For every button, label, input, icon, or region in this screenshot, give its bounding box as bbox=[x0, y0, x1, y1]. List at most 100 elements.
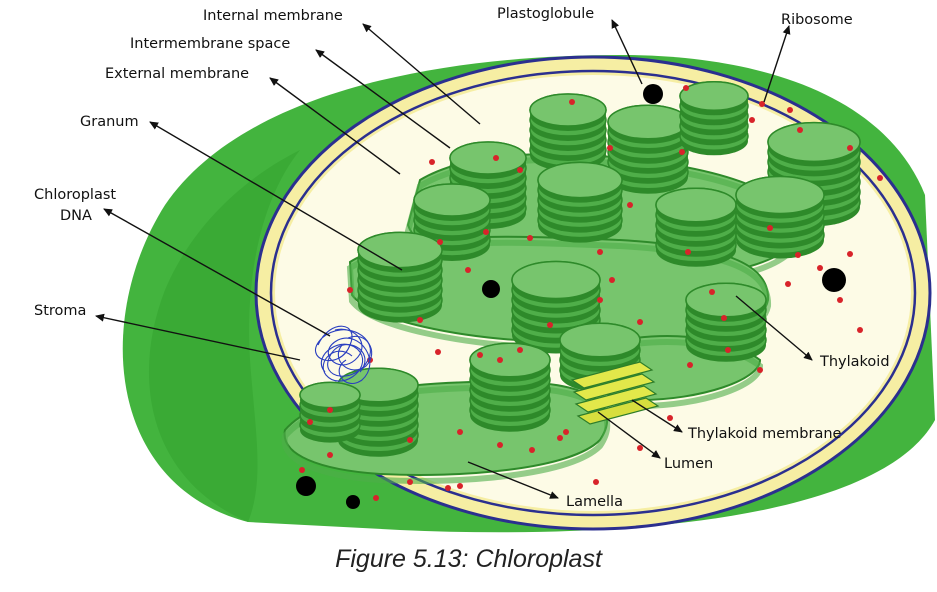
ribosome-dot bbox=[407, 479, 413, 485]
label-external-membrane: External membrane bbox=[105, 66, 249, 82]
ribosome-dot bbox=[847, 145, 853, 151]
ribosome-dot bbox=[557, 435, 563, 441]
ribosome-dot bbox=[607, 145, 613, 151]
lamella-edge bbox=[346, 239, 772, 353]
ribosome-dot bbox=[609, 277, 615, 283]
plastoglobules bbox=[296, 84, 846, 509]
thylakoid-disc-top bbox=[607, 104, 689, 140]
thylakoid-disc-top bbox=[299, 381, 361, 409]
ribosome-dot bbox=[627, 202, 633, 208]
ribosome-dot bbox=[327, 407, 333, 413]
label-lamella: Lamella bbox=[566, 494, 623, 510]
ribosome-dot bbox=[797, 127, 803, 133]
ribosome-dot bbox=[457, 429, 463, 435]
thylakoid-disc-top bbox=[655, 187, 737, 223]
ribosome-dot bbox=[327, 452, 333, 458]
ribosome-dot bbox=[493, 155, 499, 161]
granum-stack bbox=[511, 260, 601, 354]
ribosome-dot bbox=[637, 445, 643, 451]
ribosome-dot bbox=[683, 85, 689, 91]
ribosome-dot bbox=[497, 357, 503, 363]
label-ribosome: Ribosome bbox=[781, 12, 853, 28]
thylakoid-disc-top bbox=[679, 80, 749, 112]
ribosome-dot bbox=[457, 483, 463, 489]
ribosome-dot bbox=[687, 362, 693, 368]
ribosome-dot bbox=[477, 352, 483, 358]
granum-stack bbox=[357, 231, 443, 323]
ribosome-dot bbox=[497, 442, 503, 448]
ribosome-dot bbox=[721, 315, 727, 321]
ribosome-dot bbox=[407, 437, 413, 443]
label-thylakoid-membrane: Thylakoid membrane bbox=[687, 426, 842, 442]
ribosomes bbox=[299, 85, 883, 501]
ribosome-dot bbox=[749, 117, 755, 123]
ribosome-dot bbox=[483, 229, 489, 235]
ribosome-dot bbox=[787, 107, 793, 113]
ribosome-dot bbox=[429, 159, 435, 165]
ribosome-dot bbox=[597, 297, 603, 303]
thylakoid-disc-top bbox=[449, 141, 527, 175]
ribosome-dot bbox=[759, 101, 765, 107]
ribosome-dot bbox=[435, 349, 441, 355]
ribosome-dot bbox=[517, 167, 523, 173]
ribosome-dot bbox=[517, 347, 523, 353]
thylakoid-disc-top bbox=[529, 93, 607, 127]
ribosome-dot bbox=[437, 239, 443, 245]
granum-stack bbox=[529, 93, 607, 171]
ribosome-dot bbox=[527, 235, 533, 241]
chloroplast-dna bbox=[315, 325, 373, 385]
label-granum: Granum bbox=[80, 114, 139, 130]
ribosome-dot bbox=[547, 322, 553, 328]
ribosome-dot bbox=[757, 367, 763, 373]
ribosome-dot bbox=[817, 265, 823, 271]
label-internal-membrane: Internal membrane bbox=[203, 8, 343, 24]
ribosome-dot bbox=[767, 225, 773, 231]
ribosome-dot bbox=[847, 251, 853, 257]
ribosome-dot bbox=[877, 175, 883, 181]
thylakoid-disc-top bbox=[357, 231, 443, 269]
ribosome-dot bbox=[795, 252, 801, 258]
ribosome-dot bbox=[667, 415, 673, 421]
ribosome-dot bbox=[563, 429, 569, 435]
ribosome-dot bbox=[445, 485, 451, 491]
label-lumen: Lumen bbox=[664, 456, 713, 472]
ribosome-dot bbox=[593, 479, 599, 485]
ribosome-dot bbox=[725, 347, 731, 353]
figure-caption: Figure 5.13: Chloroplast bbox=[335, 545, 602, 573]
thylakoid-disc-top bbox=[735, 175, 825, 215]
granum-stack bbox=[469, 342, 551, 432]
thylakoid-disc-top bbox=[559, 322, 641, 358]
thylakoid-disc-top bbox=[511, 260, 601, 300]
label-stroma: Stroma bbox=[34, 303, 86, 319]
ribosome-dot bbox=[569, 99, 575, 105]
thylakoid-disc-top bbox=[413, 183, 491, 217]
ribosome-dot bbox=[597, 249, 603, 255]
ribosome-dot bbox=[679, 149, 685, 155]
granum-stack bbox=[655, 187, 737, 267]
ribosome-dot bbox=[347, 287, 353, 293]
ribosome-dot bbox=[465, 267, 471, 273]
internal-membrane bbox=[269, 69, 917, 517]
granum-stack bbox=[735, 175, 825, 259]
label-thylakoid: Thylakoid bbox=[819, 354, 890, 370]
granum-stack bbox=[679, 80, 749, 156]
outer-envelope-shade bbox=[148, 150, 300, 522]
ribosome-dot bbox=[307, 419, 313, 425]
label-chloroplast-dna-line1: Chloroplast bbox=[34, 187, 116, 203]
ribosome-dot bbox=[709, 289, 715, 295]
ribosome-dot bbox=[837, 297, 843, 303]
label-chloroplast-dna-line2: DNA bbox=[60, 208, 92, 224]
label-plastoglobule: Plastoglobule bbox=[497, 6, 594, 22]
granum-stack bbox=[413, 183, 491, 261]
ribosome-dot bbox=[299, 467, 305, 473]
label-intermembrane-space: Intermembrane space bbox=[130, 36, 290, 52]
ribosome-dot bbox=[417, 317, 423, 323]
thylakoid-disc-top bbox=[537, 161, 623, 199]
thylakoid-disc-top bbox=[767, 121, 861, 163]
ribosome-dot bbox=[529, 447, 535, 453]
ribosome-dot bbox=[685, 249, 691, 255]
ribosome-dot bbox=[785, 281, 791, 287]
granum-stack bbox=[607, 104, 689, 194]
thylakoid-disc-top bbox=[469, 342, 551, 378]
ribosome-dot bbox=[637, 319, 643, 325]
